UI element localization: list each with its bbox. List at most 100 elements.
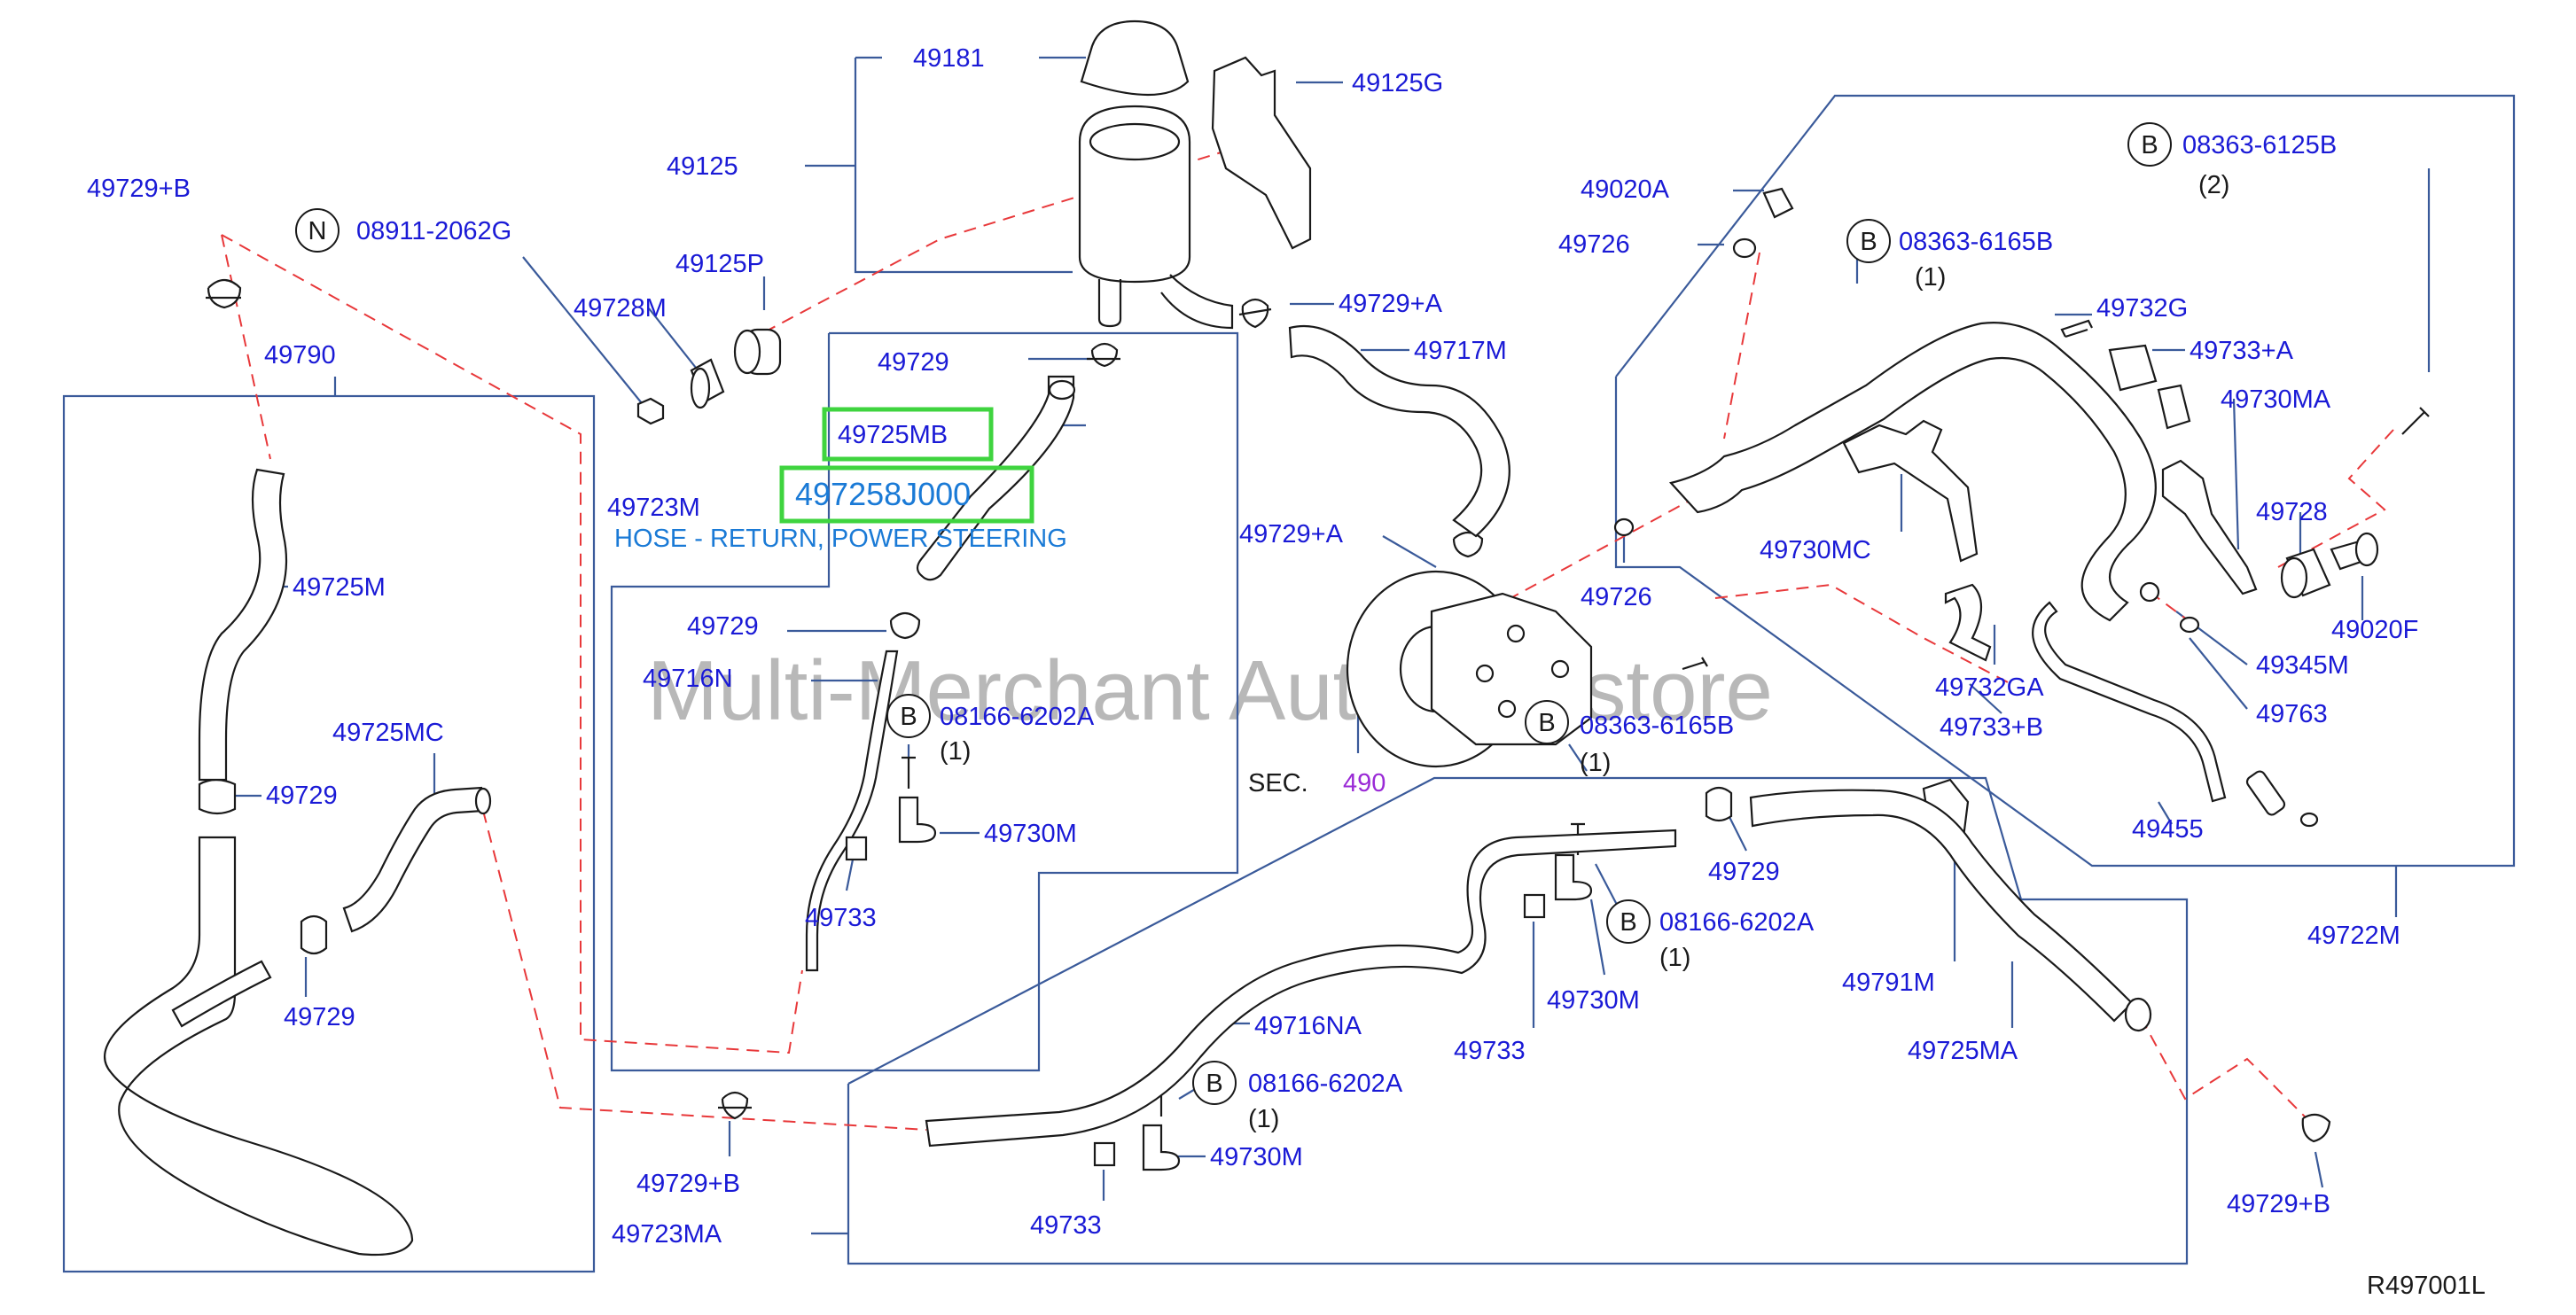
label-49729b-br[interactable]: 49729+B [2227,1190,2330,1218]
fitting-49728m-end [690,367,711,409]
label-49717m[interactable]: 49717M [1414,337,1507,365]
highlight-description: HOSE - RETURN, POWER STEERING [614,525,1067,553]
bolt-circle-08363-6125-letter: B [2141,131,2158,160]
label-49125g[interactable]: 49125G [1352,69,1443,97]
clamp-49729-e [1705,786,1733,822]
box-49790 [62,394,596,1273]
highlight-box-label [822,407,994,462]
connector-49730ma [2157,384,2191,430]
label-49345m[interactable]: 49345M [2256,651,2349,680]
label-49020f[interactable]: 49020F [2331,616,2418,644]
label-08166-b[interactable]: 08166-6202A [1659,908,1815,937]
label-49726-b[interactable]: 49726 [1581,583,1652,611]
clip-49730m-b [1554,853,1593,901]
label-08166-b-qty: (1) [1659,944,1690,972]
oring-49763 [2179,616,2200,634]
leader-49730m-b [1589,899,1606,976]
union-49020a [1762,187,1794,219]
clip-49733-a [845,836,868,861]
highlight-part-number[interactable]: 497258J000 [795,476,971,512]
label-08363-6125[interactable]: 08363-6125B [2182,131,2337,160]
label-08363-6165-b[interactable]: 08363-6165B [1580,712,1734,740]
label-49732ga[interactable]: 49732GA [1935,673,2044,702]
hose-49725ma-end [2124,997,2152,1032]
clip-49733-c [1093,1141,1116,1167]
parts [103,19,2430,1257]
bolt-08166-a [902,756,916,789]
label-49733a[interactable]: 49733+A [2190,337,2294,365]
dash-49790-upper [221,234,803,1054]
label-49728m[interactable]: 49728M [574,294,667,323]
part-labels: 49181 49125G 49125 49729+B 08911-2062G 4… [87,44,2418,1249]
bolt-circle-08363-6165-a [1846,219,1891,263]
label-49729-a[interactable]: 49729 [878,348,949,377]
section-prefix: SEC. [1248,769,1308,798]
label-49730m-c[interactable]: 49730M [1210,1143,1303,1171]
label-49455[interactable]: 49455 [2132,815,2204,844]
dash-49729b-br [2140,1016,2313,1124]
hose-49716n [805,650,899,972]
section-number[interactable]: 490 [1343,769,1386,798]
nut-circle-08911-letter: N [308,217,327,245]
label-49733-a[interactable]: 49733 [805,904,877,932]
label-49728[interactable]: 49728 [2256,498,2328,526]
grommet-49125p-end [733,329,761,375]
label-49791m[interactable]: 49791M [1842,969,1935,997]
pump-bolt-c [1497,699,1517,719]
label-49730m-a[interactable]: 49730M [984,820,1077,848]
label-49729a-m[interactable]: 49729+A [1239,520,1344,549]
label-49729-c[interactable]: 49729 [266,782,338,810]
label-08363-6165-a[interactable]: 08363-6165B [1899,228,2053,256]
diagram-code: R497001L [2367,1272,2486,1300]
label-49729-b[interactable]: 49729 [687,612,759,641]
label-49723ma[interactable]: 49723MA [612,1220,722,1249]
pump-bolt-a [1506,624,1526,643]
label-49729-e[interactable]: 49729 [1708,858,1780,886]
pipe-49455-sleeve [2245,770,2286,816]
label-49716na[interactable]: 49716NA [1254,1012,1362,1040]
label-49725ma[interactable]: 49725MA [1908,1037,2018,1065]
box-49722m [1614,94,2516,868]
label-49125p[interactable]: 49125P [675,250,764,278]
label-49726-a[interactable]: 49726 [1558,230,1630,259]
leader-08363-6165-b [1568,743,1588,772]
label-08363-6125-qty: (2) [2198,171,2229,199]
label-08911[interactable]: 08911-2062G [356,217,511,245]
label-49730mc[interactable]: 49730MC [1760,536,1871,564]
label-49733-c[interactable]: 49733 [1030,1211,1102,1240]
label-49729b-bl[interactable]: 49729+B [636,1170,740,1198]
hose-49722m [1668,322,2157,622]
label-49733b[interactable]: 49733+B [1940,713,2043,742]
label-49729-d[interactable]: 49729 [284,1003,355,1031]
label-49725m[interactable]: 49725M [293,573,386,602]
reservoir-outlet [1097,274,1234,330]
label-49723m[interactable]: 49723M [607,494,700,522]
label-49181[interactable]: 49181 [913,44,985,73]
label-49730m-b[interactable]: 49730M [1547,986,1640,1015]
label-49125[interactable]: 49125 [667,152,738,181]
bolt-circle-08363-6165-b-letter: B [1538,709,1555,737]
dash-bolt-6125 [2277,429,2394,568]
label-49020a[interactable]: 49020A [1581,175,1670,204]
label-08166-a[interactable]: 08166-6202A [940,703,1095,731]
bolt-circle-08363-6125 [2127,122,2172,167]
label-49729b-tl[interactable]: 49729+B [87,175,191,203]
label-49732g[interactable]: 49732G [2096,294,2188,323]
label-49733-b[interactable]: 49733 [1454,1037,1526,1065]
clamp-49729b-br [2301,1113,2331,1143]
label-49729a-t[interactable]: 49729+A [1339,290,1443,318]
label-49763[interactable]: 49763 [2256,700,2328,728]
label-49730ma[interactable]: 49730MA [2221,385,2331,414]
label-49725mc[interactable]: 49725MC [332,719,444,747]
pump-bolt-b [1550,659,1570,679]
leader-08911 [522,256,646,409]
bolt-circle-08166-a [886,694,931,738]
label-49722m[interactable]: 49722M [2307,922,2400,950]
box-49723ma [847,776,2189,1265]
label-49790[interactable]: 49790 [264,341,336,370]
label-49716n[interactable]: 49716N [643,665,733,693]
highlight-part-label[interactable]: 49725MB [838,421,948,449]
label-08166-c[interactable]: 08166-6202A [1248,1070,1403,1098]
bolt-49733b [1682,657,1708,671]
clamp-49729-c [198,778,237,815]
